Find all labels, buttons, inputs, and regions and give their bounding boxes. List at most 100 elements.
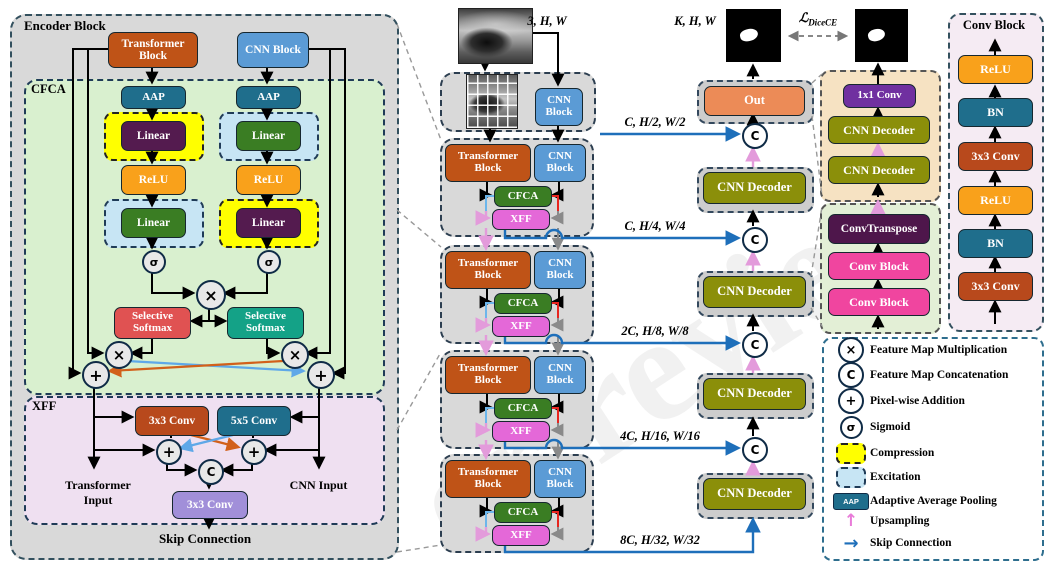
legend-label: Pixel-wise Addition — [870, 395, 965, 407]
sigmoid-icon: σ — [839, 415, 863, 439]
fuse-conv3x3-block: 3x3 Conv — [172, 491, 248, 519]
cnn-block: CNN Block — [237, 32, 309, 68]
input-ultrasound-image — [458, 8, 533, 64]
out-block: Out — [704, 86, 805, 116]
concat-icon: C — [838, 362, 864, 388]
add-icon: + — [838, 388, 864, 414]
skip-dims-label: 4C, H/16, W/16 — [620, 429, 700, 443]
linear-block: Linear — [236, 121, 301, 151]
stem-cnn-block: CNN Block — [535, 88, 583, 126]
multiply-icon: × — [281, 341, 309, 369]
aap-block: AAP — [236, 86, 301, 109]
cnn-input-label: CNN Input — [289, 478, 348, 492]
lesion-blob — [738, 27, 760, 43]
linear-block: Linear — [121, 208, 186, 238]
cnn-decoder-block: CNN Decoder — [703, 276, 806, 308]
linear-block: Linear — [121, 121, 186, 151]
cnn-decoder-block: CNN Decoder — [703, 478, 806, 510]
transformer-block: Transformer Block — [445, 251, 531, 289]
legend-item: σ Sigmoid — [832, 415, 1034, 439]
xff-title: XFF — [32, 399, 57, 413]
legend-item: × Feature Map Multiplication — [832, 337, 1034, 363]
relu-block: ReLU — [958, 55, 1033, 84]
legend-item: AAP Adaptive Average Pooling — [832, 489, 1034, 513]
skip-connection-label: Skip Connection — [158, 531, 252, 546]
aap-block: AAP — [121, 86, 186, 109]
cnn-decoder-block: CNN Decoder — [828, 156, 930, 184]
legend-item: ↑ Upsampling — [832, 509, 1034, 533]
xff-block: XFF — [492, 421, 550, 442]
conv1x1-block: 1x1 Conv — [843, 84, 916, 108]
sigmoid-icon: σ — [142, 250, 166, 274]
cfca-panel — [24, 79, 385, 395]
cnn-decoder-block: CNN Decoder — [703, 172, 806, 204]
skip-dims-label: 8C, H/32, W/32 — [620, 533, 700, 547]
legend-label: Adaptive Average Pooling — [870, 495, 997, 507]
legend-label: Excitation — [870, 471, 921, 483]
compression-icon — [836, 442, 866, 464]
selective-softmax-block: Selective Softmax — [227, 307, 304, 339]
transformer-block: Transformer Block — [445, 460, 531, 498]
add-icon: + — [82, 361, 110, 389]
cfca-block: CFCA — [494, 186, 552, 207]
excitation-icon — [836, 466, 866, 488]
cnn-block: CNN Block — [534, 144, 586, 182]
relu-block: ReLU — [121, 165, 186, 195]
xff-block: XFF — [492, 209, 550, 230]
output-dims-label: K, H, W — [674, 14, 716, 28]
conv-block: Conv Block — [828, 252, 930, 280]
ground-truth-mask-image — [855, 9, 908, 62]
cnn-decoder-block: CNN Decoder — [828, 116, 930, 144]
legend-item: Excitation — [832, 465, 1034, 489]
sigmoid-icon: σ — [257, 250, 281, 274]
convtranspose-block: ConvTranspose — [828, 214, 930, 244]
architecture-figure: { "watermark": "er review", "encoder_pan… — [10, 8, 1044, 586]
cfca-title: CFCA — [31, 82, 66, 96]
cnn-decoder-block: CNN Decoder — [703, 378, 806, 410]
lesion-blob — [866, 27, 887, 43]
concat-icon: C — [742, 227, 768, 253]
skip-connection-icon: → — [843, 532, 859, 554]
selective-softmax-block: Selective Softmax — [114, 307, 191, 339]
conv-block-panel-title: Conv Block — [962, 18, 1026, 32]
legend-item: Compression — [832, 441, 1034, 465]
conv-block: Conv Block — [828, 288, 930, 316]
add-icon: + — [156, 439, 182, 465]
prediction-mask-image — [726, 9, 781, 62]
aap-icon: AAP — [833, 492, 869, 510]
concat-icon: C — [742, 123, 768, 149]
upsampling-icon: ↑ — [843, 511, 859, 531]
concat-icon: C — [742, 437, 768, 463]
cnn-block: CNN Block — [534, 356, 586, 394]
concat-icon: C — [742, 332, 768, 358]
legend-label: Compression — [870, 447, 935, 459]
conv5x5-block: 5x5 Conv — [217, 406, 291, 436]
encoder-panel-title: Encoder Block — [24, 18, 106, 33]
relu-block: ReLU — [958, 186, 1033, 215]
skip-dims-label: C, H/2, W/2 — [624, 115, 686, 129]
multiply-icon: × — [105, 341, 133, 369]
cnn-block: CNN Block — [534, 251, 586, 289]
loss-symbol: ℒ — [798, 10, 809, 25]
cfca-block: CFCA — [494, 293, 552, 314]
xff-block: XFF — [492, 316, 550, 337]
add-icon: + — [241, 439, 267, 465]
legend-label: Feature Map Concatenation — [870, 369, 1009, 381]
skip-dims-label: 2C, H/8, W/8 — [621, 324, 689, 338]
concat-icon: C — [198, 459, 224, 485]
legend-label: Skip Connection — [870, 537, 952, 549]
transformer-block: Transformer Block — [108, 32, 198, 68]
loss-subscript: DiceCE — [808, 17, 838, 28]
add-icon: + — [307, 361, 335, 389]
conv3x3-block: 3x3 Conv — [135, 406, 209, 436]
bn-block: BN — [958, 98, 1033, 127]
cfca-block: CFCA — [494, 398, 552, 419]
cnn-block: CNN Block — [534, 460, 586, 498]
input-dims-label: 3, H, W — [527, 14, 567, 28]
xff-block: XFF — [492, 525, 550, 546]
conv3x3-block: 3x3 Conv — [958, 272, 1033, 301]
relu-block: ReLU — [236, 165, 301, 195]
legend-item: + Pixel-wise Addition — [832, 388, 1034, 414]
legend-item: C Feature Map Concatenation — [832, 362, 1034, 388]
bn-block: BN — [958, 229, 1033, 258]
